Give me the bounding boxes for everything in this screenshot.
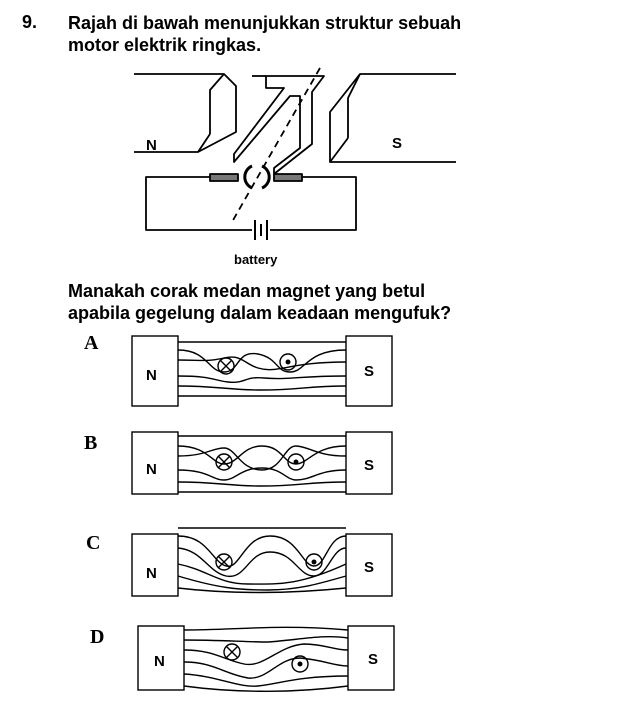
question-text-line-2: motor elektrik ringkas. bbox=[68, 35, 262, 55]
out-of-page-symbol bbox=[279, 353, 297, 371]
option-c-letter[interactable]: C bbox=[86, 532, 101, 554]
into-page-symbol bbox=[215, 453, 233, 471]
into-page-symbol bbox=[223, 643, 241, 661]
circuit-wire bbox=[145, 176, 252, 231]
option-c-south-label: S bbox=[364, 559, 374, 576]
out-of-page-symbol bbox=[287, 453, 305, 471]
option-c-north-label: N bbox=[146, 565, 157, 582]
north-magnet bbox=[131, 431, 179, 495]
axis-dashed-line bbox=[231, 67, 321, 223]
option-a-south-label: S bbox=[364, 363, 374, 380]
option-d-letter[interactable]: D bbox=[90, 626, 105, 648]
prompt-text: Manakah corak medan magnet yang betul ap… bbox=[68, 280, 608, 324]
prompt-line-2: apabila gegelung dalam keadaan mengufuk? bbox=[68, 303, 452, 323]
coil bbox=[233, 75, 325, 175]
south-magnet bbox=[345, 431, 393, 495]
south-magnet bbox=[329, 73, 456, 163]
option-c-diagram[interactable]: N S bbox=[128, 522, 398, 602]
option-b-north-label: N bbox=[146, 461, 157, 478]
brush-right bbox=[273, 173, 303, 182]
south-label: S bbox=[392, 135, 402, 152]
battery-cell bbox=[254, 220, 268, 240]
into-page-symbol bbox=[215, 553, 233, 571]
split-ring-right bbox=[261, 164, 271, 190]
battery-label: battery bbox=[234, 252, 278, 267]
north-label: N bbox=[146, 137, 157, 154]
motor-diagram: N S battery bbox=[134, 67, 456, 267]
split-ring-left bbox=[243, 164, 253, 190]
out-of-page-symbol bbox=[305, 553, 323, 571]
option-b-south-label: S bbox=[364, 457, 374, 474]
option-d-diagram[interactable]: N S bbox=[128, 616, 398, 700]
prompt-line-1: Manakah corak medan magnet yang betul bbox=[68, 281, 426, 301]
brush-left bbox=[209, 173, 239, 182]
south-magnet bbox=[347, 625, 395, 691]
option-a-north-label: N bbox=[146, 367, 157, 384]
option-a-letter[interactable]: A bbox=[84, 332, 99, 354]
south-magnet bbox=[345, 335, 393, 407]
north-magnet bbox=[134, 73, 237, 153]
south-magnet bbox=[345, 533, 393, 597]
out-of-page-symbol bbox=[291, 655, 309, 673]
north-magnet bbox=[131, 533, 179, 597]
option-b-diagram[interactable]: N S bbox=[128, 424, 398, 502]
north-magnet bbox=[137, 625, 185, 691]
into-page-symbol bbox=[217, 357, 235, 375]
north-magnet bbox=[131, 335, 179, 407]
option-d-north-label: N bbox=[154, 653, 165, 670]
question-text: Rajah di bawah menunjukkan struktur sebu… bbox=[68, 12, 608, 56]
option-a-diagram[interactable]: N S bbox=[128, 332, 398, 410]
question-text-line-1: Rajah di bawah menunjukkan struktur sebu… bbox=[68, 13, 462, 33]
option-b-letter[interactable]: B bbox=[84, 432, 98, 454]
question-number: 9. bbox=[22, 12, 38, 32]
option-d-south-label: S bbox=[368, 651, 378, 668]
